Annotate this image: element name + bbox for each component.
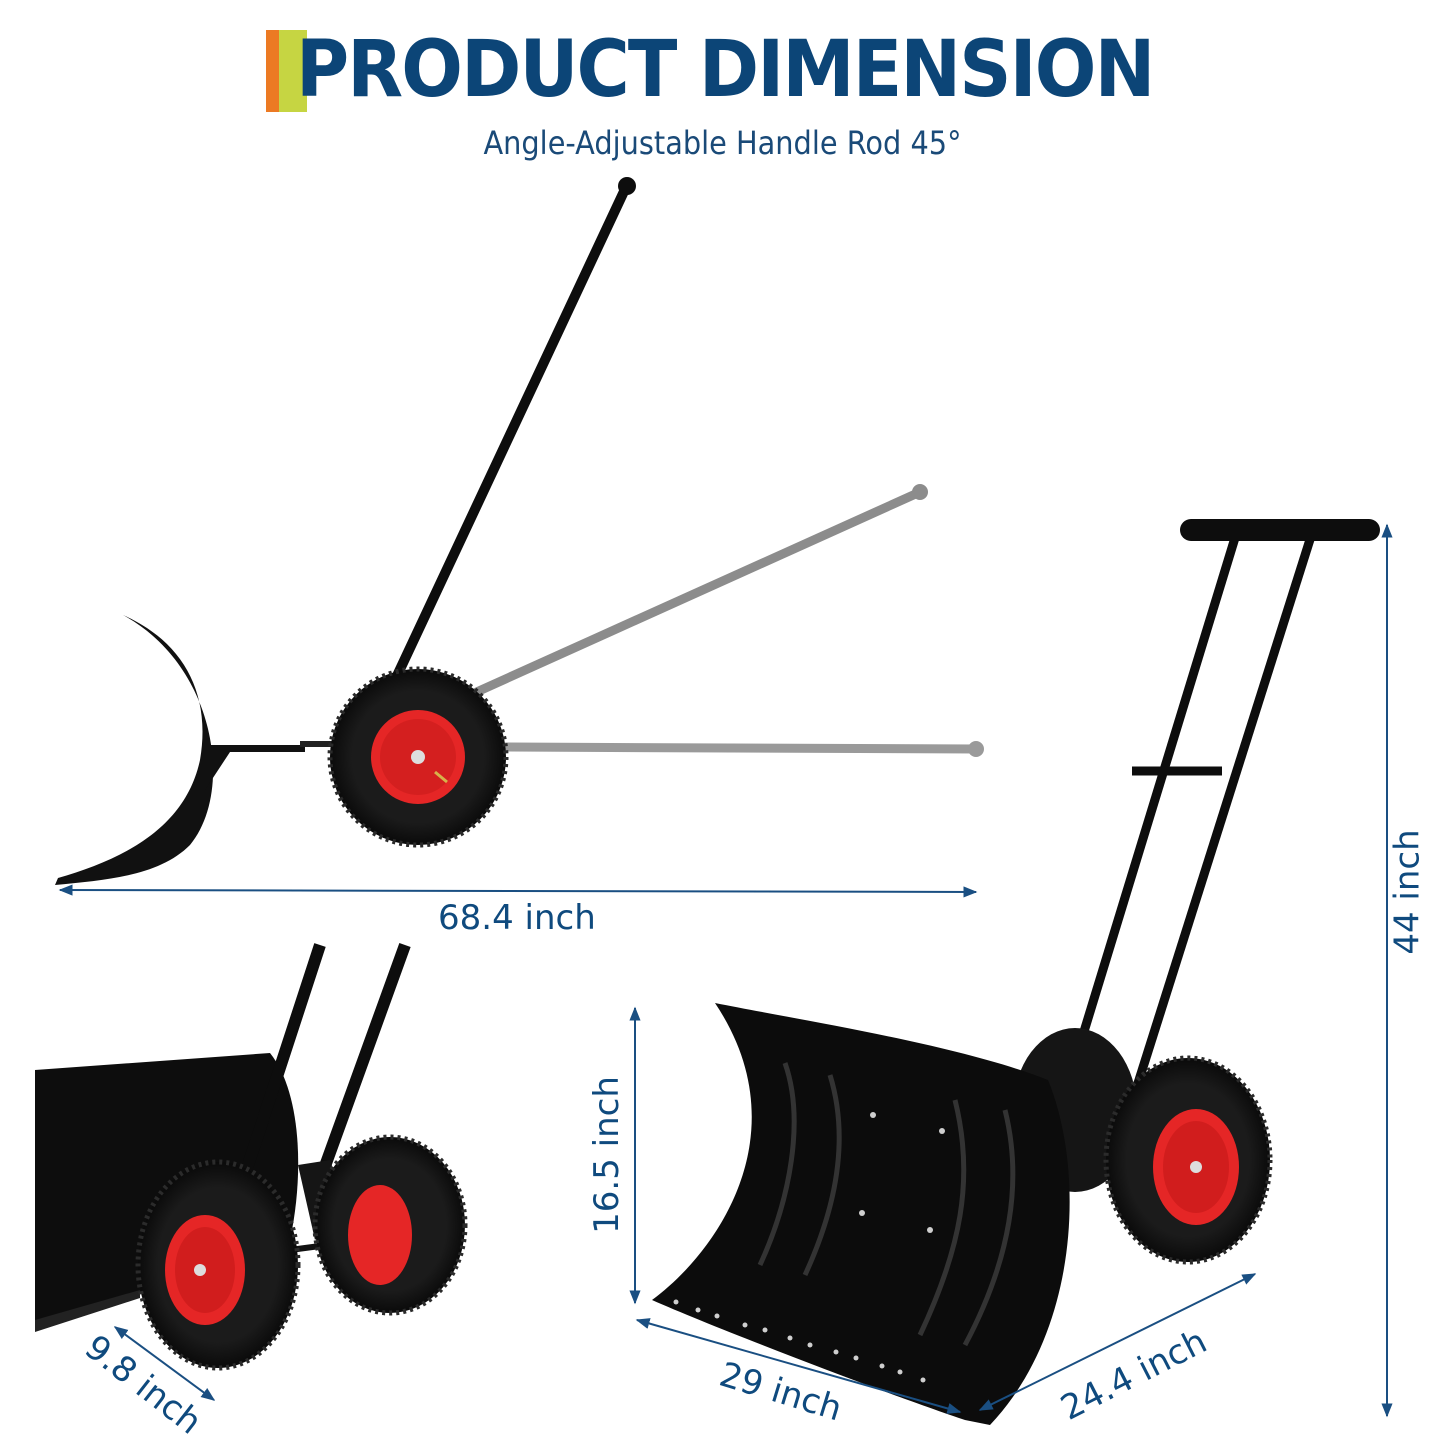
rear-detail-illustration	[35, 942, 468, 1371]
page-subtitle: Angle-Adjustable Handle Rod 45°	[483, 124, 962, 162]
blade-height-label: 16.5 inch	[586, 1076, 627, 1234]
side-view-illustration	[55, 177, 984, 885]
front-perspective-illustration	[652, 519, 1380, 1425]
wheelbase-dimension-line	[978, 1273, 1257, 1411]
accent-bar-orange	[266, 30, 279, 112]
wheel-diameter-dimension-line	[113, 1326, 216, 1401]
length-dimension-line	[58, 884, 978, 898]
overall-length-label: 68.4 inch	[438, 898, 596, 938]
overall-height-label: 44 inch	[1387, 829, 1428, 955]
page-title: PRODUCT DIMENSION	[296, 25, 1155, 115]
blade-width-dimension-line	[635, 1318, 962, 1414]
accent-bar-green	[279, 30, 307, 112]
